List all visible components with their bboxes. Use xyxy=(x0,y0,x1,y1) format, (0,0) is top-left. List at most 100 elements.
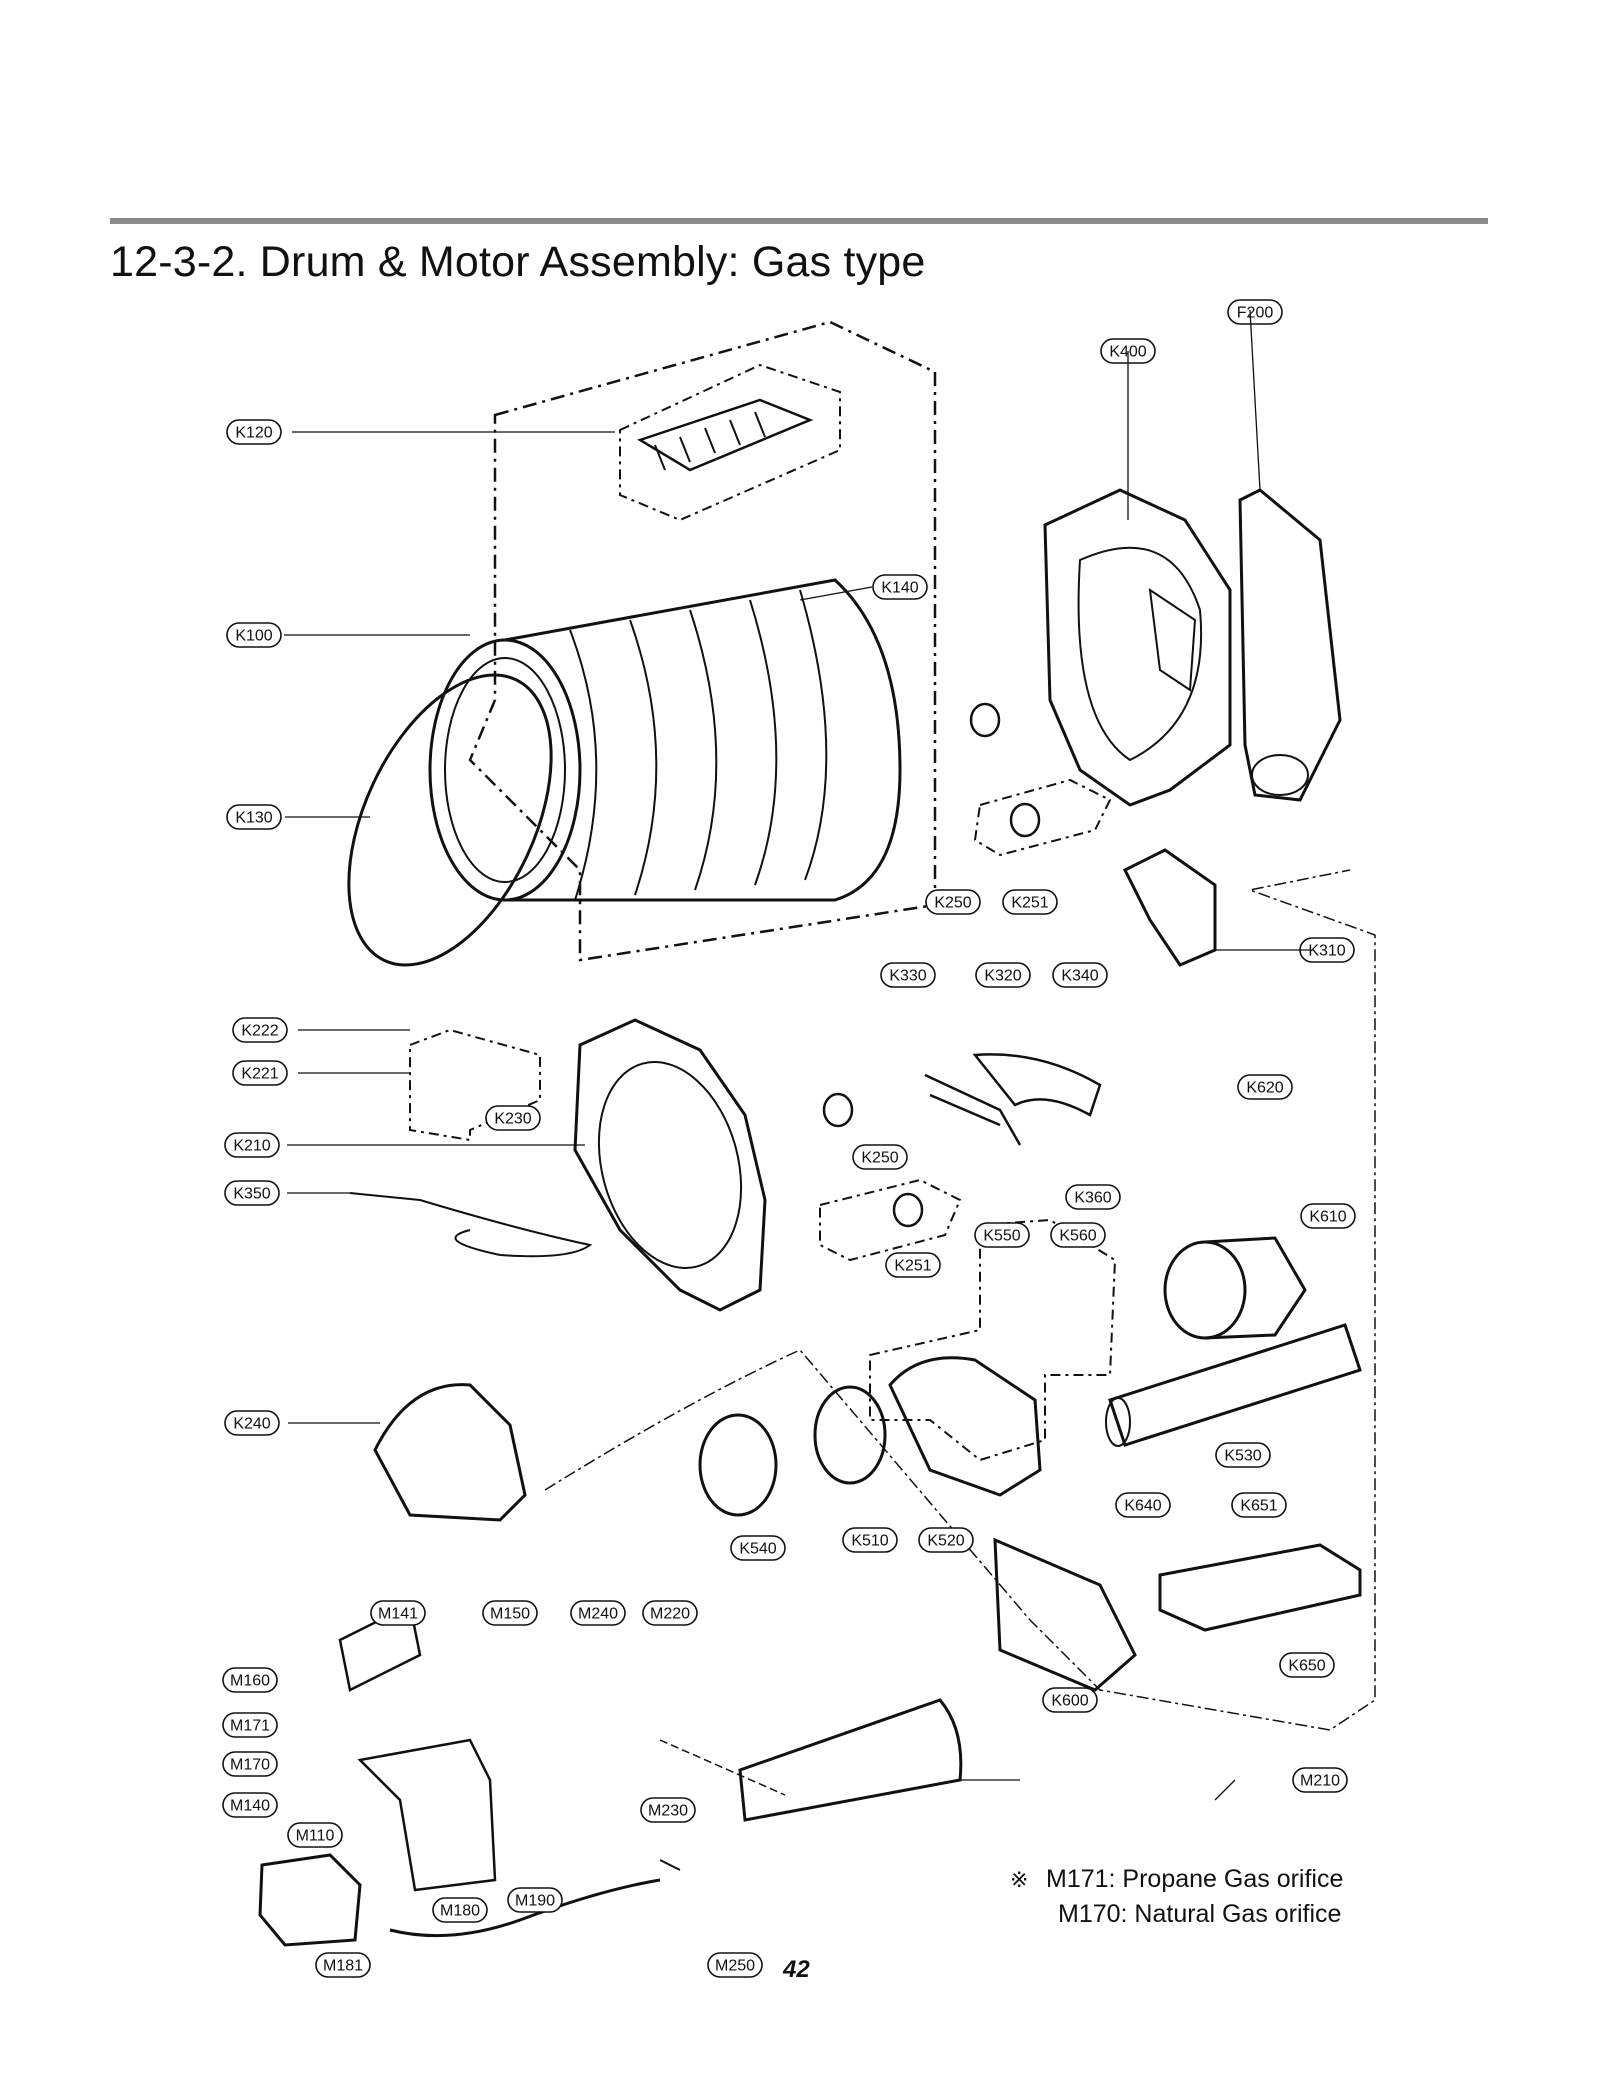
callout-k240: K240 xyxy=(224,1410,280,1436)
blower-wheel xyxy=(813,1385,887,1485)
callout-k620: K620 xyxy=(1237,1074,1293,1100)
belt-tensioner xyxy=(924,1073,1022,1146)
callout-label: K120 xyxy=(235,425,272,442)
callout-m171: M171 xyxy=(222,1712,278,1738)
note-symbol: ※ xyxy=(1010,1867,1029,1892)
callout-pill xyxy=(640,1797,696,1823)
callout-pill xyxy=(1065,1184,1121,1210)
callout-m141: M141 xyxy=(370,1600,426,1626)
drum xyxy=(428,578,902,902)
callout-label: K230 xyxy=(494,1111,531,1128)
baffle-group-boundary xyxy=(619,363,841,522)
callout-label: K600 xyxy=(1051,1693,1088,1710)
callout-m140: M140 xyxy=(222,1792,278,1818)
callout-label: K360 xyxy=(1074,1190,1111,1207)
callout-pill xyxy=(570,1600,626,1626)
callout-m190: M190 xyxy=(507,1887,563,1913)
callout-k610: K610 xyxy=(1300,1203,1356,1229)
callout-m150: M150 xyxy=(482,1600,538,1626)
callout-pill xyxy=(315,1952,371,1978)
callout-label: K210 xyxy=(233,1138,270,1155)
callout-label: M160 xyxy=(230,1673,270,1690)
callout-pill xyxy=(1292,1767,1348,1793)
callout-k520: K520 xyxy=(918,1527,974,1553)
callout-label: M220 xyxy=(650,1606,690,1623)
callout-pill xyxy=(226,622,282,648)
callout-label: M180 xyxy=(440,1903,480,1920)
callout-label: K550 xyxy=(983,1228,1020,1245)
callout-label: K140 xyxy=(881,580,918,597)
callout-label: M230 xyxy=(648,1803,688,1820)
motor xyxy=(1163,1236,1307,1340)
sensor-bracket xyxy=(1158,1543,1362,1632)
callout-k340: K340 xyxy=(1052,962,1108,988)
callout-m230: M230 xyxy=(640,1797,696,1823)
callout-m210: M210 xyxy=(1292,1767,1348,1793)
callout-label: K240 xyxy=(233,1416,270,1433)
callout-label: K651 xyxy=(1240,1498,1277,1515)
exhaust-duct xyxy=(1238,488,1342,802)
callout-label: K222 xyxy=(241,1023,278,1040)
callout-pill xyxy=(432,1897,488,1923)
callout-k140: K140 xyxy=(872,574,928,600)
callout-k250b: K250 xyxy=(852,1144,908,1170)
callout-pill xyxy=(1279,1652,1335,1678)
orifice-note: ※ M171: Propane Gas orifice M170: Natural… xyxy=(1010,1862,1343,1931)
blower-seal xyxy=(698,1413,778,1517)
callout-m160: M160 xyxy=(222,1667,278,1693)
callout-m170: M170 xyxy=(222,1751,278,1777)
callout-k550: K550 xyxy=(974,1222,1030,1248)
callout-pill xyxy=(974,1222,1030,1248)
callout-k510: K510 xyxy=(842,1527,898,1553)
header-rule xyxy=(110,218,1488,224)
callout-k560: K560 xyxy=(1050,1222,1106,1248)
callout-label: K320 xyxy=(984,968,1021,985)
callout-label: K250 xyxy=(934,895,971,912)
callout-m250: M250 xyxy=(707,1952,763,1978)
drum-baffle xyxy=(637,398,814,472)
callout-label: K221 xyxy=(241,1066,278,1083)
callout-pill xyxy=(1300,1203,1356,1229)
callout-pill xyxy=(642,1600,698,1626)
note-line-1: M171: Propane Gas orifice xyxy=(1046,1865,1344,1893)
callout-pill xyxy=(370,1600,426,1626)
callout-label: M181 xyxy=(323,1958,363,1975)
callout-f200: F200 xyxy=(1227,299,1283,325)
callout-pill xyxy=(232,1060,288,1086)
callout-k330: K330 xyxy=(880,962,936,988)
callout-label: K251 xyxy=(894,1258,931,1275)
callout-k250a: K250 xyxy=(925,889,981,915)
callout-pill xyxy=(482,1600,538,1626)
callout-label: M171 xyxy=(230,1718,270,1735)
page-title: 12-3-2. Drum & Motor Assembly: Gas type xyxy=(110,238,926,286)
callout-pill xyxy=(975,962,1031,988)
drum-group-boundary xyxy=(468,320,937,962)
callout-pill xyxy=(730,1535,786,1561)
callout-label: K100 xyxy=(235,628,272,645)
callout-label: M210 xyxy=(1300,1773,1340,1790)
callout-pill xyxy=(1227,299,1283,325)
callout-k251a: K251 xyxy=(1002,889,1058,915)
callout-pill xyxy=(222,1712,278,1738)
callout-label: K620 xyxy=(1246,1080,1283,1097)
callout-k251b: K251 xyxy=(885,1252,941,1278)
callout-label: K650 xyxy=(1288,1658,1325,1675)
callout-pill xyxy=(1002,889,1058,915)
exhaust-tube xyxy=(1108,1323,1362,1447)
note-line-2: M170: Natural Gas orifice xyxy=(1058,1900,1342,1928)
callout-m181: M181 xyxy=(315,1952,371,1978)
callout-pill xyxy=(925,889,981,915)
callout-pill xyxy=(507,1887,563,1913)
lint-screen xyxy=(1122,848,1217,967)
callout-k222: K222 xyxy=(232,1017,288,1043)
callout-pill xyxy=(222,1751,278,1777)
callout-label: M170 xyxy=(230,1757,270,1774)
callout-pill xyxy=(1115,1492,1171,1518)
callout-k600: K600 xyxy=(1042,1687,1098,1713)
callout-k350: K350 xyxy=(224,1180,280,1206)
callout-label: K510 xyxy=(851,1533,888,1550)
callout-label: K340 xyxy=(1061,968,1098,985)
callout-pill xyxy=(222,1792,278,1818)
callout-label: K520 xyxy=(927,1533,964,1550)
